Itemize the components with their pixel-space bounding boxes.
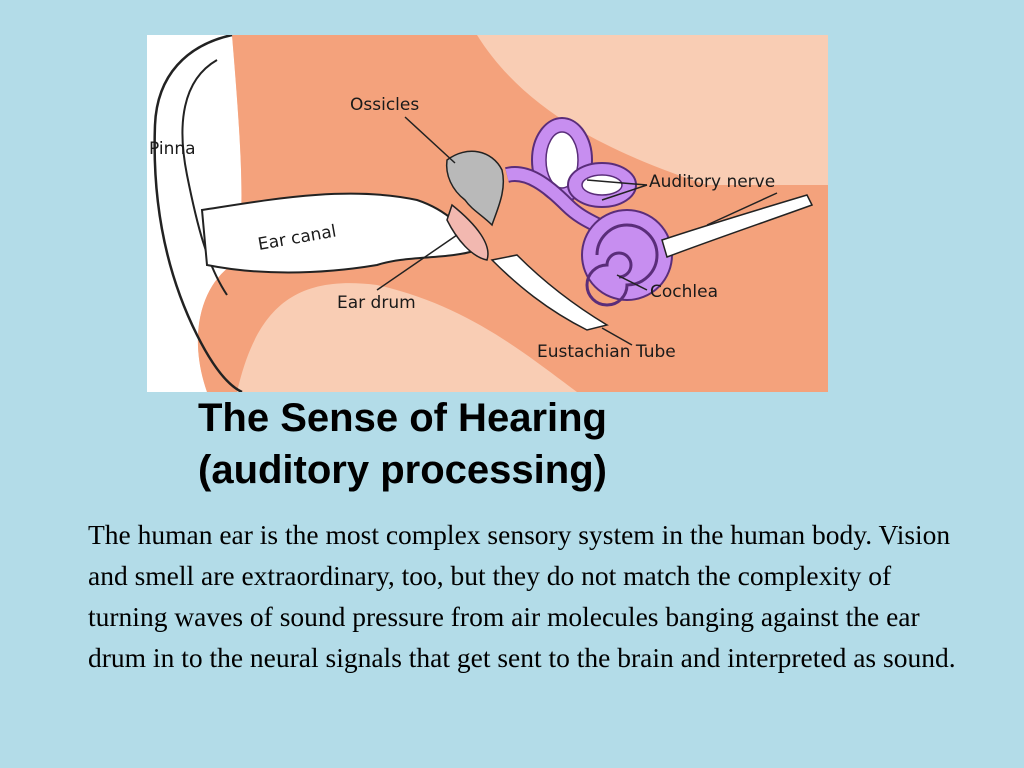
slide-body-text: The human ear is the most complex sensor… (88, 519, 956, 673)
outer-tissue-region (197, 35, 828, 392)
label-eustachian-tube: Eustachian Tube (537, 342, 676, 362)
cochlea-group (505, 117, 673, 307)
label-pinna: Pinna (149, 139, 196, 159)
label-ear-drum: Ear drum (337, 293, 416, 313)
label-ossicles: Ossicles (350, 95, 419, 115)
pinna-outline (153, 35, 243, 392)
slide-title-line-1: The Sense of Hearing (198, 396, 607, 440)
ear-anatomy-svg: Ossicles Pinna Auditory nerve Ear canal … (149, 35, 828, 392)
leader-lines (376, 116, 778, 346)
slide-title: The Sense of Hearing (auditory processin… (198, 392, 838, 496)
label-cochlea: Cochlea (650, 282, 718, 302)
ear-anatomy-diagram: Ossicles Pinna Auditory nerve Ear canal … (147, 35, 828, 392)
slide-title-line-2: (auditory processing) (198, 448, 607, 492)
ear-drum-shape (446, 203, 489, 261)
ossicles-shape (445, 150, 504, 227)
label-auditory-nerve: Auditory nerve (649, 172, 775, 192)
eustachian-tube-shape (490, 254, 609, 331)
